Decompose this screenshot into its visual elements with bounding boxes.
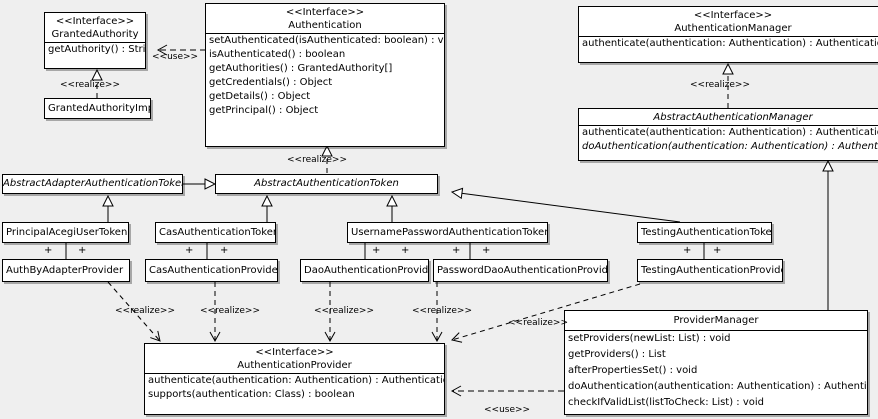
edge-label-realize-testing: <<realize>> <box>508 318 568 328</box>
member-item: getCredentials() : Object <box>209 77 333 88</box>
edge-label-realize-auth-by-adapter: <<realize>> <box>115 306 175 316</box>
class-auth-by-adapter-provider[interactable]: AuthByAdapterProvider <box>2 259 130 282</box>
divider <box>145 373 444 374</box>
edge-label-use-provider-manager: <<use>> <box>484 405 531 415</box>
edge-label-realize-cas: <<realize>> <box>200 306 260 316</box>
class-name: DaoAuthenticationProvider <box>304 265 429 276</box>
member-item: isAuthenticated() : boolean <box>209 49 346 60</box>
class-name: TestingAuthenticationToken <box>641 227 772 238</box>
stereotype-label: <<Interface>> <box>55 16 135 27</box>
member-item: getProviders() : List <box>568 349 666 360</box>
class-authentication-provider[interactable]: <<Interface>> AuthenticationProvider aut… <box>144 343 445 415</box>
class-name: TestingAuthenticationProvider <box>641 265 783 276</box>
divider <box>565 330 867 331</box>
member-item: authenticate(authentication: Authenticat… <box>148 375 445 386</box>
class-header: <<Interface>> AuthenticationProvider <box>145 344 444 373</box>
class-provider-manager[interactable]: ProviderManager setProviders(newList: Li… <box>564 310 868 415</box>
class-header: ProviderManager <box>565 311 867 330</box>
association-marker: + <box>482 245 491 256</box>
member-item: doAuthentication(authentication: Authent… <box>568 381 868 392</box>
class-name: UsernamePasswordAuthenticationToken <box>351 227 548 238</box>
member-item: getPrincipal() : Object <box>209 105 319 116</box>
class-name: ProviderManager <box>673 315 759 326</box>
class-name: CasAuthenticationProvider <box>149 265 278 276</box>
class-cas-authentication-provider[interactable]: CasAuthenticationProvider <box>145 259 278 282</box>
class-abstract-authentication-token[interactable]: AbstractAuthenticationToken <box>215 174 438 194</box>
member-item: getAuthority() : String <box>48 44 146 55</box>
class-authentication-manager[interactable]: <<Interface>> AuthenticationManager auth… <box>578 6 878 63</box>
edge-label-use-authentication: <<use>> <box>152 52 199 62</box>
divider <box>45 42 145 43</box>
association-marker: + <box>372 245 381 256</box>
class-principal-acegi-user-token[interactable]: PrincipalAcegiUserToken <box>2 222 129 243</box>
class-name: PasswordDaoAuthenticationProvider <box>437 265 608 276</box>
member-item: setProviders(newList: List) : void <box>568 333 731 344</box>
association-marker: + <box>452 245 461 256</box>
association-marker: + <box>78 245 87 256</box>
association-marker: + <box>44 245 53 256</box>
class-testing-authentication-provider[interactable]: TestingAuthenticationProvider <box>637 259 783 282</box>
class-name: Authentication <box>288 20 362 31</box>
member-item: authenticate(authentication: Authenticat… <box>582 127 878 138</box>
class-name: PrincipalAcegiUserToken <box>6 227 128 238</box>
class-password-dao-authentication-provider[interactable]: PasswordDaoAuthenticationProvider <box>433 259 608 282</box>
divider <box>206 33 444 34</box>
association-marker: + <box>683 245 692 256</box>
divider <box>579 36 878 37</box>
association-marker: + <box>401 245 410 256</box>
stereotype-label: <<Interface>> <box>255 347 334 358</box>
class-name: GrantedAuthorityImpl <box>48 103 151 114</box>
class-header: <<Interface>> Authentication <box>206 4 444 33</box>
class-name: AuthByAdapterProvider <box>6 265 124 276</box>
edge-label-realize-password-dao: <<realize>> <box>412 306 472 316</box>
member-item: getDetails() : Object <box>209 91 311 102</box>
member-item: setAuthenticated(isAuthenticated: boolea… <box>209 35 445 46</box>
edge-label-realize-abstract-authentication-manager: <<realize>> <box>690 80 750 90</box>
class-header: AbstractAuthenticationManager <box>579 109 878 125</box>
member-item: getAuthorities() : GrantedAuthority[] <box>209 63 393 74</box>
class-name: AbstractAuthenticationToken <box>254 178 399 189</box>
association-marker: + <box>185 245 194 256</box>
association-marker: + <box>220 245 229 256</box>
class-granted-authority-impl[interactable]: GrantedAuthorityImpl <box>44 98 151 119</box>
class-testing-authentication-token[interactable]: TestingAuthenticationToken <box>637 222 772 243</box>
class-name: GrantedAuthority <box>51 29 139 40</box>
member-item: authenticate(authentication: Authenticat… <box>582 38 878 49</box>
class-abstract-adapter-authentication-token[interactable]: AbstractAdapterAuthenticationToken <box>2 174 183 194</box>
member-list: setProviders(newList: List) : void getPr… <box>565 331 867 411</box>
class-header: <<Interface>> AuthenticationManager <box>579 7 878 36</box>
member-list: getAuthority() : String <box>45 43 145 57</box>
member-item: afterPropertiesSet() : void <box>568 365 698 376</box>
member-item: doAuthentication(authentication: Authent… <box>582 141 878 152</box>
association-marker: + <box>713 245 722 256</box>
edge-label-realize-abstract-authentication-token: <<realize>> <box>287 155 347 165</box>
member-list: authenticate(authentication: Authenticat… <box>579 126 878 154</box>
class-name: AbstractAuthenticationManager <box>653 112 813 123</box>
class-abstract-authentication-manager[interactable]: AbstractAuthenticationManager authentica… <box>578 108 878 161</box>
member-item: supports(authentication: Class) : boolea… <box>148 389 355 400</box>
stereotype-label: <<Interface>> <box>693 10 773 21</box>
class-name: AbstractAdapterAuthenticationToken <box>3 178 183 189</box>
edge-label-realize-granted-authority-impl: <<realize>> <box>60 80 120 90</box>
class-name: CasAuthenticationToken <box>159 227 276 238</box>
member-list: setAuthenticated(isAuthenticated: boolea… <box>206 34 444 118</box>
class-cas-authentication-token[interactable]: CasAuthenticationToken <box>155 222 276 243</box>
class-granted-authority[interactable]: <<Interface>> GrantedAuthority getAuthor… <box>44 12 146 69</box>
class-username-password-authentication-token[interactable]: UsernamePasswordAuthenticationToken <box>347 222 548 243</box>
divider <box>579 125 878 126</box>
class-dao-authentication-provider[interactable]: DaoAuthenticationProvider <box>300 259 429 282</box>
edge-label-realize-dao: <<realize>> <box>314 306 374 316</box>
class-name: AuthenticationProvider <box>237 360 352 371</box>
class-header: <<Interface>> GrantedAuthority <box>45 13 145 42</box>
stereotype-label: <<Interface>> <box>285 7 365 18</box>
class-name: AuthenticationManager <box>674 23 792 34</box>
class-authentication[interactable]: <<Interface>> Authentication setAuthenti… <box>205 3 445 147</box>
member-item: checkIfValidList(listToCheck: List) : vo… <box>568 397 765 408</box>
member-list: authenticate(authentication: Authenticat… <box>579 37 878 51</box>
member-list: authenticate(authentication: Authenticat… <box>145 374 444 402</box>
